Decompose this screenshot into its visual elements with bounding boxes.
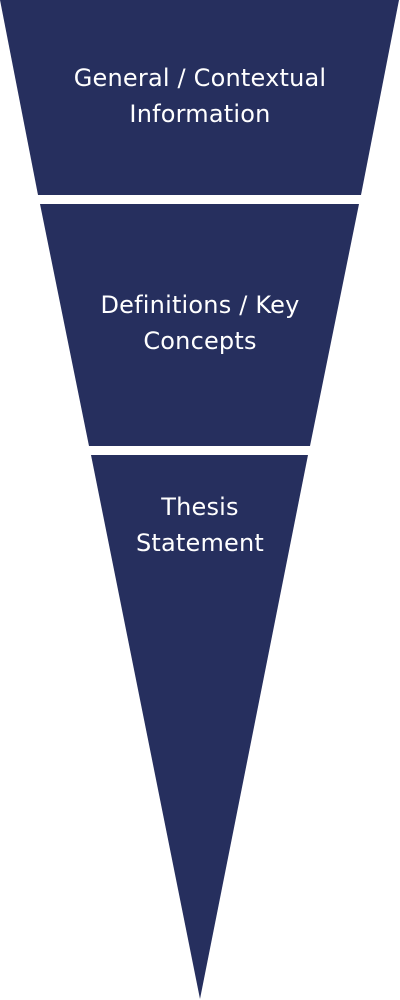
- segment-label-line: Statement: [135, 529, 265, 557]
- segment-label-line: Information: [129, 100, 271, 128]
- segment-label-definitions: Definitions / Key Concepts: [0, 287, 400, 359]
- segment-label-general-context: General / Contextual Information: [0, 60, 400, 132]
- segment-label-line: General / Contextual: [73, 64, 327, 92]
- segment-label-thesis: Thesis Statement: [0, 489, 400, 561]
- funnel-segment-definitions: [40, 204, 359, 446]
- segment-label-line: Thesis: [161, 493, 239, 521]
- funnel-segment-general-context: [0, 0, 399, 195]
- segment-label-line: Definitions / Key: [100, 291, 300, 319]
- funnel-segment-thesis: [91, 455, 308, 999]
- segment-label-line: Concepts: [143, 327, 257, 355]
